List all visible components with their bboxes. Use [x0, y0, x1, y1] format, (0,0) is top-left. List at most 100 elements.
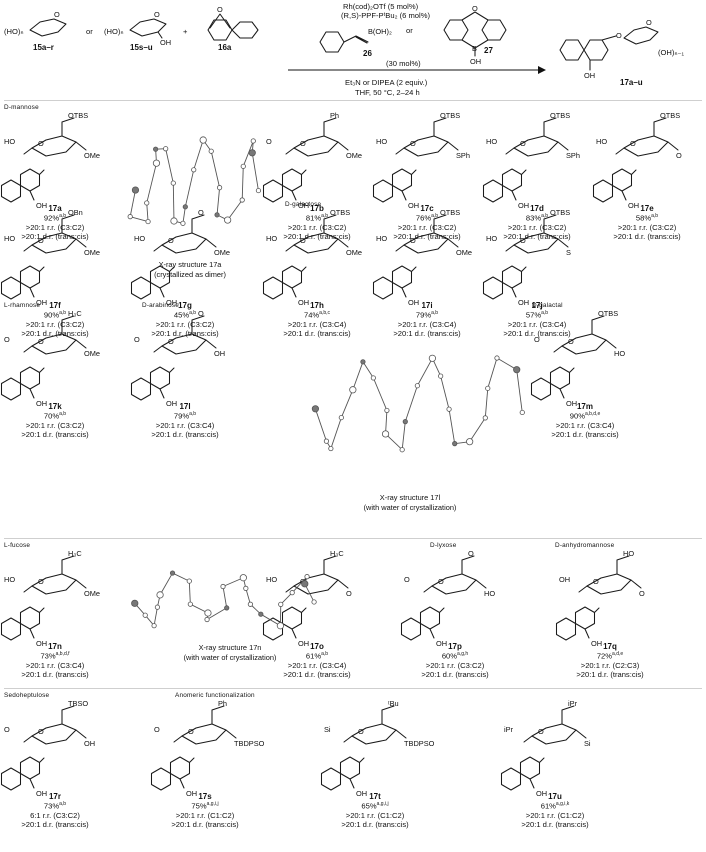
substituent-si: Si: [584, 739, 591, 748]
substituent-ome: OMe: [84, 248, 100, 257]
svg-text:O: O: [472, 4, 478, 13]
regio-ratio: >20:1 r.r. (C3:C2): [425, 660, 485, 670]
atom: [384, 407, 390, 414]
svg-text:O: O: [646, 18, 652, 27]
dihydro-ring: [149, 366, 171, 390]
substituent-ho: HO: [486, 137, 497, 146]
dihydro-ring: [549, 366, 571, 390]
benzo-ring: [150, 767, 172, 791]
substituent-tbso: TBSO: [68, 699, 88, 708]
yield-footnotes: a,b: [321, 213, 329, 219]
atom: [304, 574, 310, 580]
compound-yield: 57%a,b: [482, 310, 592, 320]
substituent-ho: HO: [596, 137, 607, 146]
compound-yield: 83%a,b: [482, 213, 592, 223]
diastereo-ratio: >20:1 d.r. (trans:cis): [341, 819, 409, 829]
dihydro-ring: [501, 168, 523, 192]
atom: [153, 146, 159, 152]
ether-oxygen-label: O: [300, 236, 306, 245]
compound-yield: 58%a,b: [592, 213, 702, 223]
substituent-h3c: H₃C: [68, 309, 82, 318]
benzo-ring: [500, 767, 522, 791]
atom: [485, 385, 491, 391]
section-anomeric: Anomeric functionalization: [175, 692, 255, 699]
yield-value: 57%: [525, 310, 542, 320]
substituent-o: O: [4, 335, 10, 344]
hydroxyl-label: OH: [298, 298, 309, 307]
substituent-otbs: OTBS: [440, 208, 460, 217]
substituent-ome: OMe: [456, 248, 472, 257]
diastereo-ratio: >20:1 d.r. (trans:cis): [503, 328, 571, 338]
regio-ratio: >20:1 r.r. (C3:C2): [25, 222, 85, 232]
header-divider: [4, 100, 702, 101]
benzo-ring: [530, 377, 552, 401]
yield-footnotes: a,b: [431, 213, 439, 219]
atom: [381, 430, 390, 438]
ether-oxygen-label: O: [410, 139, 416, 148]
ligand-line: (R,S)-PPF-PᵗBu₂ (6 mol%): [341, 11, 431, 20]
hydroxyl-label: OH: [628, 201, 639, 210]
atom: [199, 136, 207, 144]
ether-oxygen-label: O: [168, 236, 174, 245]
atom: [414, 383, 420, 389]
atom: [208, 148, 214, 154]
atom: [289, 590, 295, 596]
regio-ratio: >20:1 r.r. (C1:C2): [345, 810, 405, 820]
dihydro-ring: [501, 265, 523, 289]
regio-ratio: >20:1 r.r. (C3:C2): [25, 420, 85, 430]
dihydro-ring: [281, 168, 303, 192]
yield-value: 61%: [305, 651, 322, 661]
benzo-ring: [0, 377, 22, 401]
yield-value: 83%: [525, 213, 542, 223]
xray-17l-structure: [311, 354, 525, 453]
benzo-ring: [592, 179, 614, 203]
compound-id: 17s: [198, 792, 212, 801]
yield-footnotes: a,b: [59, 213, 67, 219]
reactant-15a-r-label: 15a–r: [33, 43, 54, 52]
compound-yield: 92%a,b: [0, 213, 110, 223]
oxaborin-27-label: 27: [484, 46, 493, 55]
regio-ratio: >20:1 r.r. (C3:C4): [25, 660, 85, 670]
atom: [127, 214, 133, 220]
ether-oxygen-label: O: [568, 337, 574, 346]
atom: [276, 622, 284, 630]
substituent-ho: HO: [266, 234, 277, 243]
regio-ratio: >20:1 r.r. (C2:C3): [580, 660, 640, 670]
yield-value: 61%: [540, 801, 556, 811]
substituent-ho: HO: [614, 349, 625, 358]
substituent-sph: SPh: [566, 151, 580, 160]
hydroxyl-label: OH: [298, 639, 309, 648]
dihydro-ring: [19, 265, 41, 289]
yield-footnotes: a,b,d,e: [584, 411, 601, 417]
xray-17a-caption: X-ray structure 17a (crystallized as dim…: [130, 260, 250, 279]
atom: [248, 149, 256, 157]
compound-yield: 65%a,g,i,j: [320, 801, 430, 811]
substituent-o: O: [346, 589, 352, 598]
atom: [360, 359, 366, 365]
xray-17a-structure: [127, 136, 262, 226]
xray-17n-line2: (with water of crystallization): [183, 652, 277, 662]
yield-footnotes: a,b,d,f: [55, 651, 70, 657]
hydroxyl-label: OH: [166, 399, 177, 408]
substituent-o: O: [154, 725, 160, 734]
xray-17n-line1: X-ray structure 17n: [198, 643, 262, 652]
diastereo-ratio: >20:1 d.r. (trans:cis): [521, 819, 589, 829]
regio-ratio: >20:1 r.r. (C3:C2): [25, 319, 85, 329]
compound-id: 17c: [420, 204, 434, 213]
substituent-ipr: iPr: [504, 725, 514, 734]
regio-ratio: >20:1 r.r. (C3:C4): [507, 319, 567, 329]
substituent-o: O: [198, 208, 204, 217]
xray-17l-line1: X-ray structure 17l: [379, 493, 441, 502]
atom: [250, 138, 256, 144]
diastereo-ratio: >20:1 d.r. (trans:cis): [551, 429, 619, 439]
substituent-si: Si: [324, 725, 331, 734]
sugar-15a-r-structure: O: [29, 10, 67, 37]
